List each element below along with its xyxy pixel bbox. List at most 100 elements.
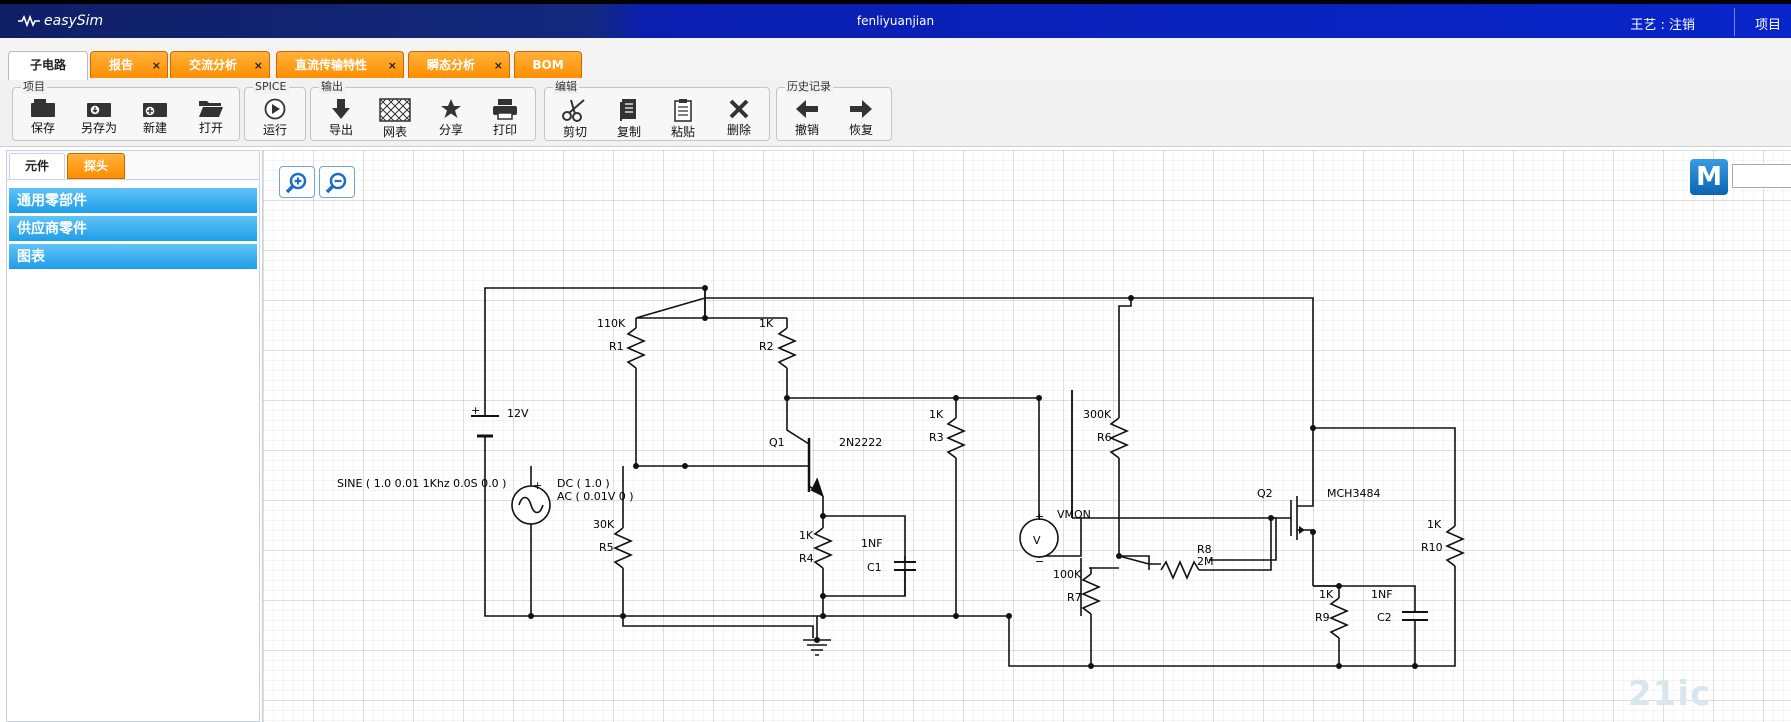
voltmeter-minus: − <box>1035 555 1044 568</box>
analysis-tabs: 子电路 报告 × 交流分析× 直流传输特性 × 瞬态分析 × BOM <box>0 38 1791 81</box>
save-icon <box>31 99 55 117</box>
group-title: 项目 <box>21 80 47 94</box>
voltmeter-symbol: V <box>1033 534 1041 547</box>
r1-name: R1 <box>609 340 624 353</box>
redo-button[interactable]: 恢复 <box>835 92 887 138</box>
r2-name: R2 <box>759 340 774 353</box>
watermark: 21ic <box>1628 674 1712 714</box>
open-button[interactable]: 打开 <box>185 92 237 138</box>
c1-name: C1 <box>867 561 882 574</box>
schematic-canvas[interactable]: 110K R1 1K R2 12V + SINE ( 1.0 0.01 1Khz… <box>262 150 1791 722</box>
tab-ac-analysis[interactable]: 交流分析× <box>170 51 270 78</box>
group-title: 编辑 <box>553 80 579 94</box>
tab-bom[interactable]: BOM <box>514 51 582 78</box>
zoom-in-button[interactable] <box>279 166 315 198</box>
q2-part: MCH3484 <box>1327 487 1380 500</box>
supply-voltage: 12V <box>507 407 529 420</box>
m-logo-button[interactable]: M <box>1690 159 1728 195</box>
button-label: 分享 <box>438 123 463 137</box>
undo-icon <box>796 100 818 118</box>
button-label: 复制 <box>616 125 641 139</box>
tab-dc-transfer[interactable]: 直流传输特性 × <box>276 51 404 78</box>
save-button[interactable]: 保存 <box>17 92 69 138</box>
new-button[interactable]: 新建 <box>129 92 181 138</box>
r5-name: R5 <box>599 541 614 554</box>
toolbar-group-edit: 编辑 剪切 复制 粘贴 删除 <box>544 80 770 141</box>
top-bar: easySim fenliyuanjian 王艺 : 注销 项目 <box>0 0 1791 38</box>
c2-name: C2 <box>1377 611 1392 624</box>
project-menu[interactable]: 项目 <box>1754 18 1781 33</box>
r1-value: 110K <box>597 317 626 330</box>
tab-label: 子电路 <box>29 58 66 72</box>
group-title: 输出 <box>319 80 345 94</box>
section-generic-parts[interactable]: 通用零部件 <box>9 188 257 214</box>
source-plus: + <box>533 479 542 492</box>
share-star-icon <box>441 99 461 118</box>
tab-subcircuit[interactable]: 子电路 <box>8 51 88 80</box>
close-icon[interactable]: × <box>387 59 397 72</box>
sine-source-dc: DC ( 1.0 ) <box>557 477 610 490</box>
circuit-schematic[interactable]: 110K R1 1K R2 12V + SINE ( 1.0 0.01 1Khz… <box>263 150 1791 722</box>
undo-button[interactable]: 撤销 <box>781 92 833 138</box>
share-button[interactable]: 分享 <box>425 92 477 138</box>
save-as-button[interactable]: 另存为 <box>73 92 125 138</box>
tab-label: 瞬态分析 <box>427 58 476 72</box>
button-label: 新建 <box>142 121 167 135</box>
search-input[interactable] <box>1732 164 1791 188</box>
r8-value: 2M <box>1197 555 1214 568</box>
q1-part: 2N2222 <box>839 436 882 449</box>
close-icon[interactable]: × <box>493 59 503 72</box>
button-label: 删除 <box>726 123 751 137</box>
copy-button[interactable]: 复制 <box>603 92 655 139</box>
print-button[interactable]: 打印 <box>479 92 531 138</box>
close-icon[interactable]: × <box>253 59 263 72</box>
group-title: SPICE <box>253 80 289 94</box>
section-vendor-parts[interactable]: 供应商零件 <box>9 216 257 242</box>
zoom-in-icon <box>285 172 307 194</box>
delete-button[interactable]: 删除 <box>713 92 765 138</box>
component-panel: 元件 探头 通用零部件 供应商零件 图表 <box>6 150 260 722</box>
run-icon <box>264 98 286 120</box>
r4-value: 1K <box>799 529 814 542</box>
zoom-out-button[interactable] <box>319 166 355 198</box>
group-title: 历史记录 <box>785 80 833 94</box>
close-icon[interactable]: × <box>151 59 161 72</box>
app-logo[interactable]: easySim <box>18 13 103 29</box>
button-label: 恢复 <box>848 123 873 137</box>
q1-name: Q1 <box>769 436 785 449</box>
button-label: 导出 <box>328 123 353 137</box>
tab-label: 报告 <box>109 58 134 72</box>
open-folder-icon <box>199 101 223 117</box>
netlist-icon <box>379 98 411 122</box>
toolbar-group-history: 历史记录 撤销 恢复 <box>776 80 892 141</box>
tab-label: BOM <box>532 58 564 72</box>
run-button[interactable]: 运行 <box>249 92 301 138</box>
tab-report[interactable]: 报告 × <box>90 51 168 78</box>
r3-name: R3 <box>929 431 944 444</box>
sine-source-params: SINE ( 1.0 0.01 1Khz 0.0S 0.0 ) <box>337 477 506 490</box>
tab-components[interactable]: 元件 <box>9 153 65 179</box>
tab-probes[interactable]: 探头 <box>67 153 125 179</box>
r10-name: R10 <box>1421 541 1443 554</box>
section-charts[interactable]: 图表 <box>9 244 257 270</box>
tab-transient[interactable]: 瞬态分析 × <box>408 51 510 78</box>
netlist-button[interactable]: 网表 <box>369 92 421 139</box>
r7-value: 100K <box>1053 568 1082 581</box>
tab-label: 直流传输特性 <box>295 58 368 72</box>
button-label: 另存为 <box>80 121 117 135</box>
button-label: 粘贴 <box>670 125 695 139</box>
waveform-icon <box>18 15 40 27</box>
user-logout-link[interactable]: 王艺 : 注销 <box>1630 18 1695 33</box>
r9-name: R9 <box>1315 611 1330 624</box>
export-button[interactable]: 导出 <box>315 92 367 138</box>
r8-name: R8 <box>1197 543 1212 556</box>
paste-button[interactable]: 粘贴 <box>657 92 709 139</box>
button-label: 打印 <box>492 123 517 137</box>
r10-value: 1K <box>1427 518 1442 531</box>
toolbar-group-spice: SPICE 运行 <box>244 80 306 141</box>
r4-name: R4 <box>799 552 814 565</box>
r6-name: R6 <box>1097 431 1112 444</box>
button-label: 打开 <box>198 121 223 135</box>
cut-button[interactable]: 剪切 <box>549 92 601 139</box>
battery-plus: + <box>471 404 480 417</box>
